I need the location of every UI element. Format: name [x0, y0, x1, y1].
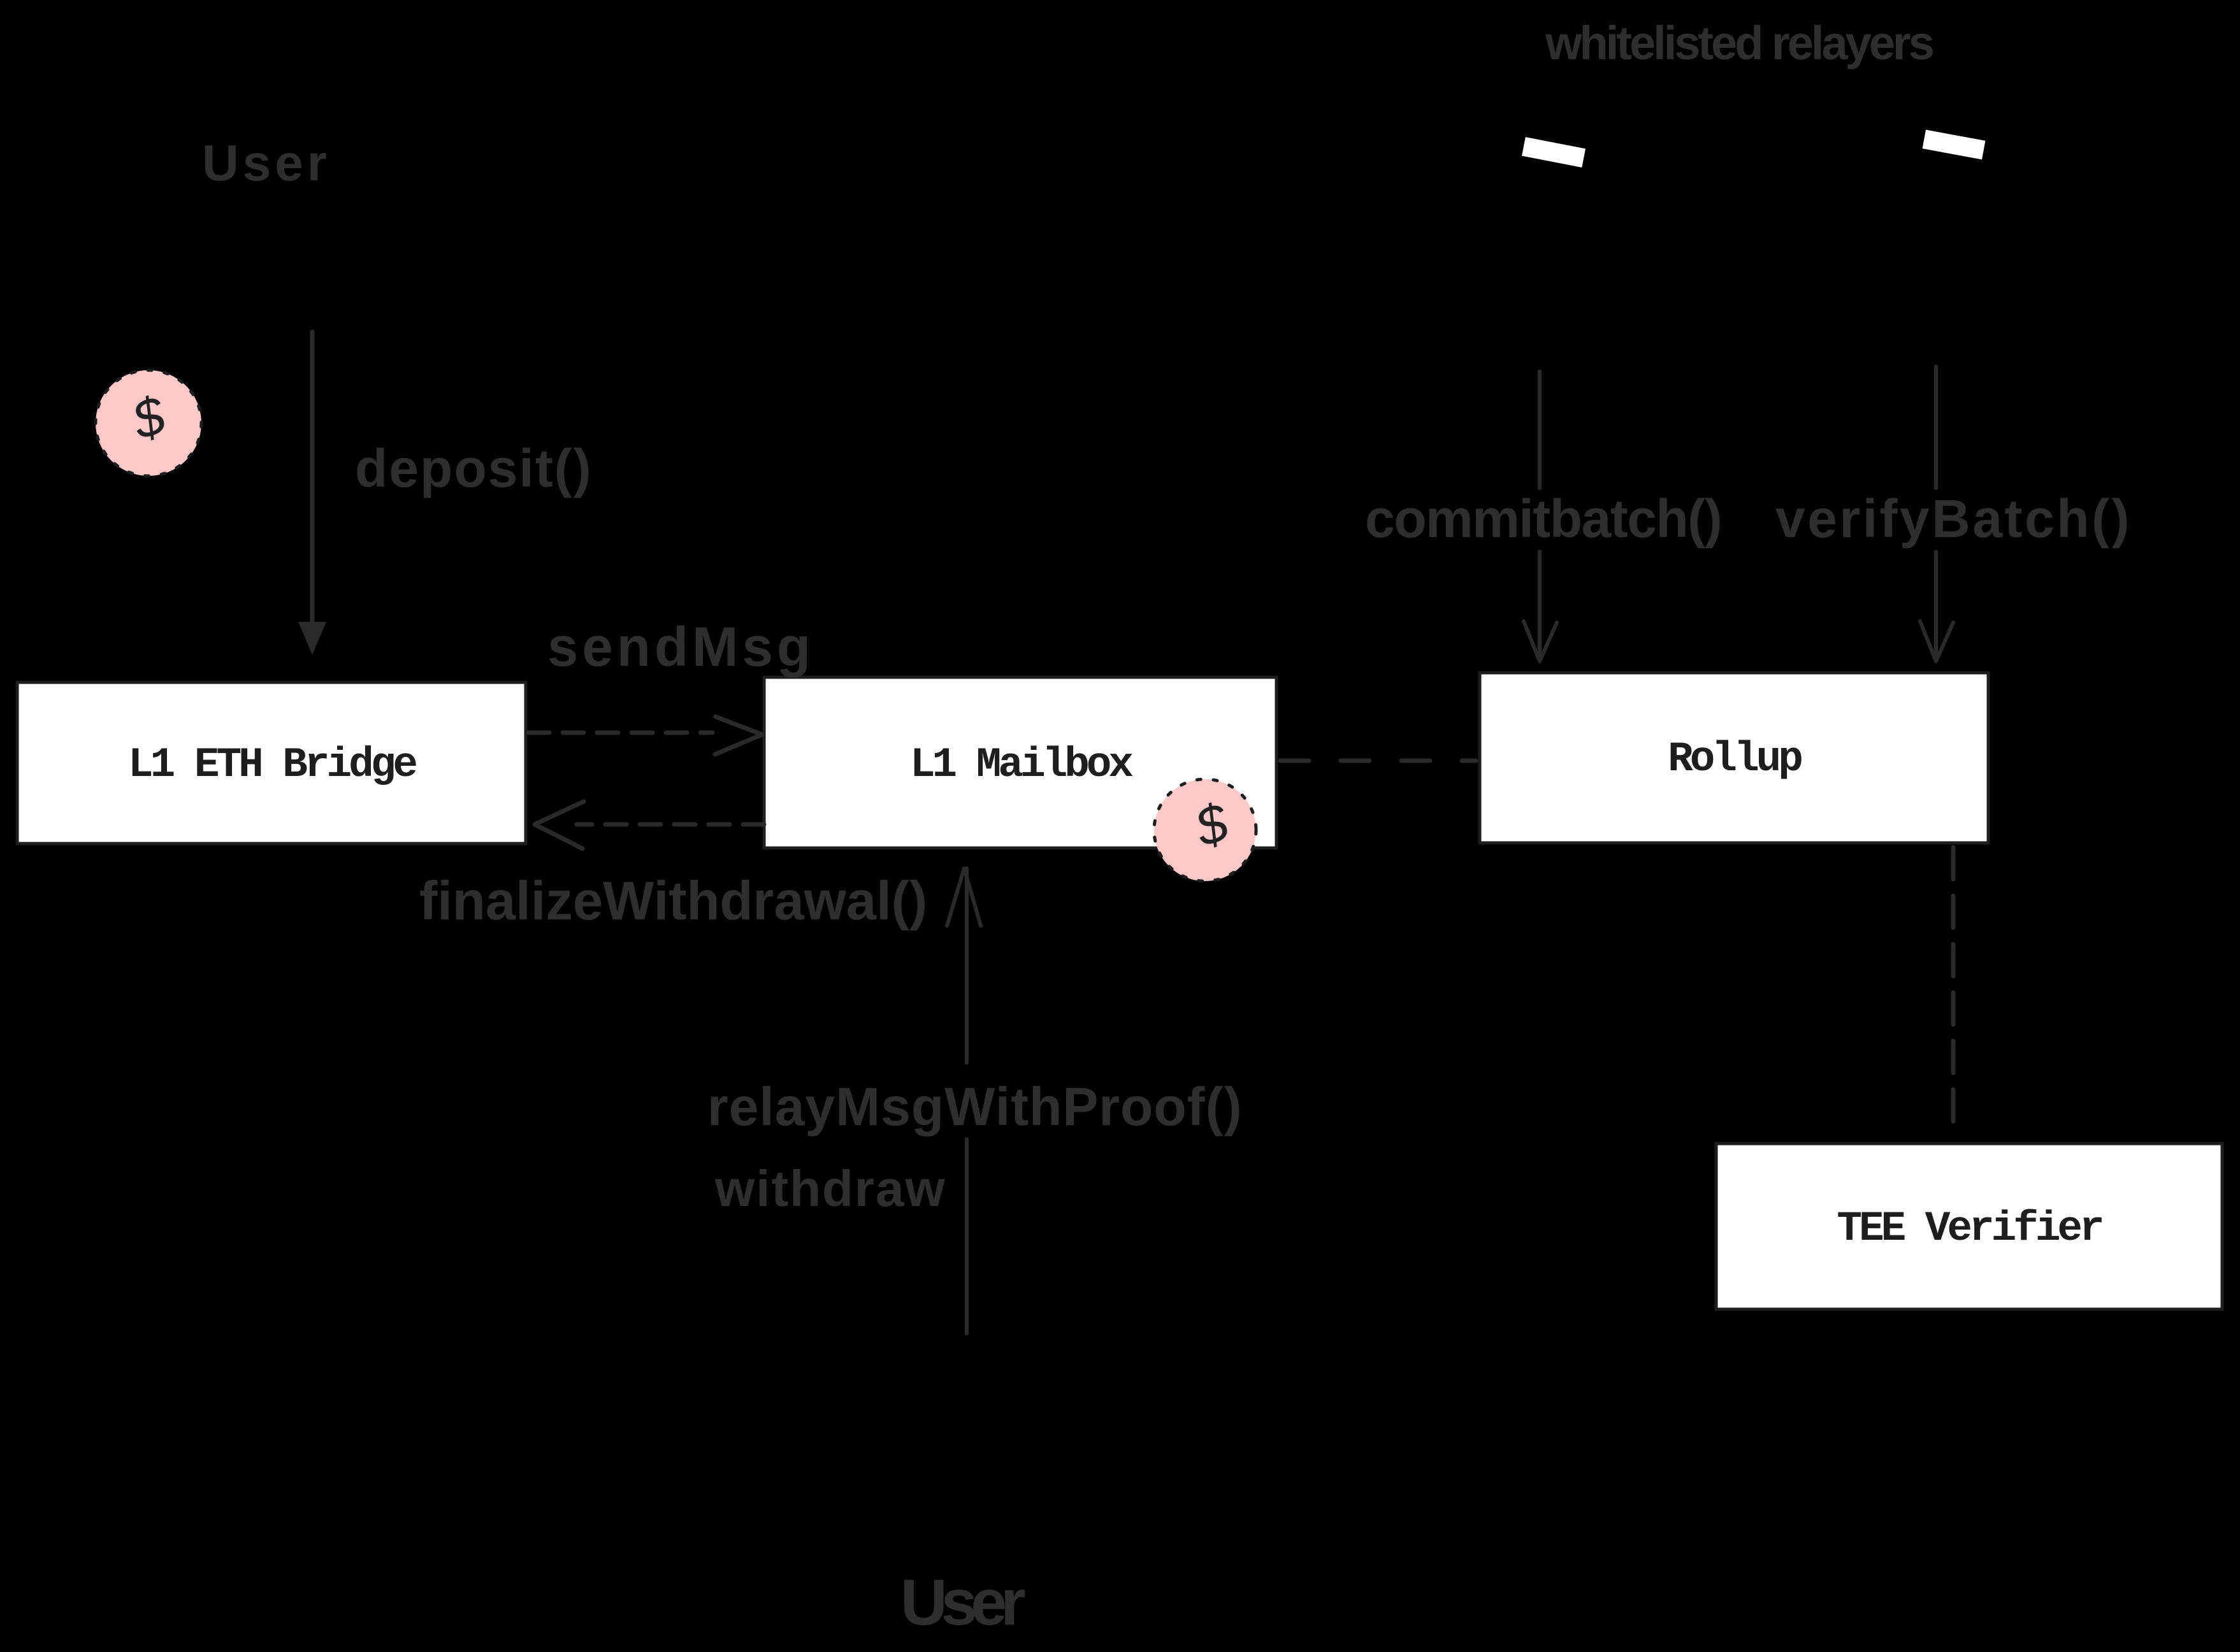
svg-text:whitelisted relayers: whitelisted relayers — [1545, 17, 1933, 69]
svg-text:commitbatch(): commitbatch() — [1365, 489, 1721, 549]
svg-text:L1 ETH Bridge: L1 ETH Bridge — [128, 741, 416, 789]
svg-text:User: User — [202, 134, 331, 191]
svg-text:L1 Mailbox: L1 Mailbox — [910, 741, 1132, 789]
svg-text:User: User — [900, 1566, 1025, 1639]
svg-text:TEE Verifier: TEE Verifier — [1837, 1205, 2102, 1253]
svg-text:finalizeWithdrawal(): finalizeWithdrawal() — [419, 871, 927, 931]
svg-text:deposit(): deposit() — [355, 438, 593, 498]
svg-text:relayMsgWithProof(): relayMsgWithProof() — [707, 1077, 1243, 1137]
svg-text:verifyBatch(): verifyBatch() — [1775, 489, 2132, 549]
svg-text:sendMsg: sendMsg — [547, 616, 814, 678]
svg-text:withdraw: withdraw — [714, 1160, 946, 1217]
svg-text:Rollup: Rollup — [1668, 735, 1802, 783]
